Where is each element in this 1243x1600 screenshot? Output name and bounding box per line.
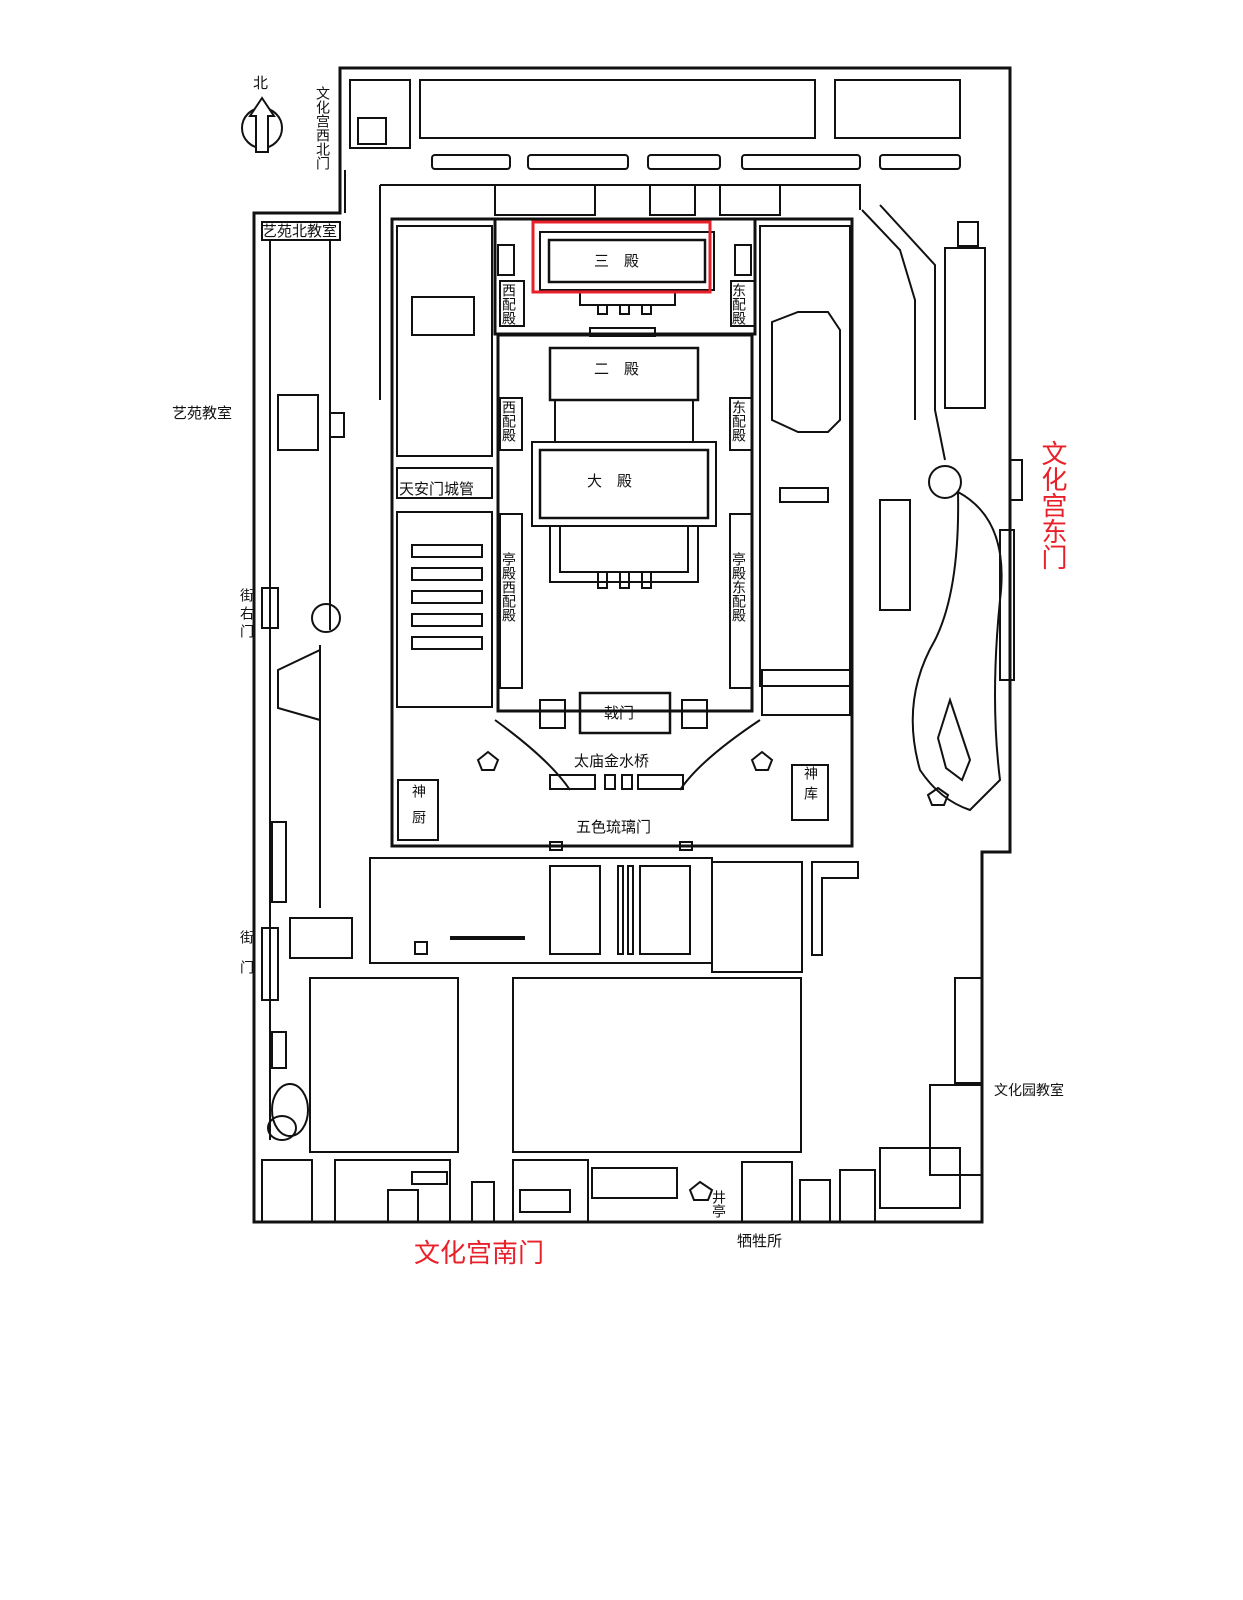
wenhuagong-northwest-gate-label: 文化宫西北门 <box>314 86 330 171</box>
pavilion-east-hall-label: 亭殿东配殿 <box>730 551 746 622</box>
jieyou-gate-label: 街右门 <box>238 588 254 642</box>
golden-water-bridge-label: 太庙金水桥 <box>574 752 649 770</box>
er-dian-label: 二 殿 <box>594 360 639 378</box>
west-side-hall-rear-label: 西配殿 <box>500 283 516 325</box>
san-dian-building <box>547 238 707 284</box>
wenhuagong-east-gate-label: 文化宫东门 <box>1037 440 1067 570</box>
tiananmen-office-label: 天安门城管 <box>399 480 474 498</box>
compass: 北 <box>241 74 283 153</box>
yiyuan-north-classroom-label: 艺苑北教室 <box>262 222 337 240</box>
east-side-hall-middle-label: 东配殿 <box>730 400 746 442</box>
yiyuan-classroom-label: 艺苑教室 <box>172 404 232 422</box>
east-side-hall-rear-label: 东配殿 <box>730 283 746 325</box>
ji-gate-building <box>578 691 672 735</box>
jie-gate-label: 街门 <box>238 930 254 990</box>
well-pavilion-label: 井亭 <box>710 1190 726 1218</box>
sacrifice-office-label: 牺牲所 <box>737 1232 782 1250</box>
shen-ku-label: 神库 <box>802 766 818 806</box>
outer-boundary-wall <box>252 66 1012 1224</box>
wenhuagong-south-gate-label: 文化宫南门 <box>414 1239 544 1269</box>
ji-gate-label: 戟门 <box>604 704 634 722</box>
wenhuayuan-classroom-label: 文化园教室 <box>994 1082 1064 1099</box>
da-dian-label: 大 殿 <box>587 472 632 490</box>
san-dian-highlight <box>531 220 712 294</box>
da-dian-building <box>538 448 710 520</box>
wuse-glazed-gate-label: 五色琉璃门 <box>576 818 651 836</box>
west-side-hall-middle-label: 西配殿 <box>500 400 516 442</box>
shen-chu-label: 神厨 <box>410 784 426 836</box>
san-dian-label: 三 殿 <box>594 252 639 270</box>
north-arrow-icon <box>248 96 276 153</box>
north-label: 北 <box>253 74 268 92</box>
pavilion-west-hall-label: 亭殿西配殿 <box>500 551 516 622</box>
